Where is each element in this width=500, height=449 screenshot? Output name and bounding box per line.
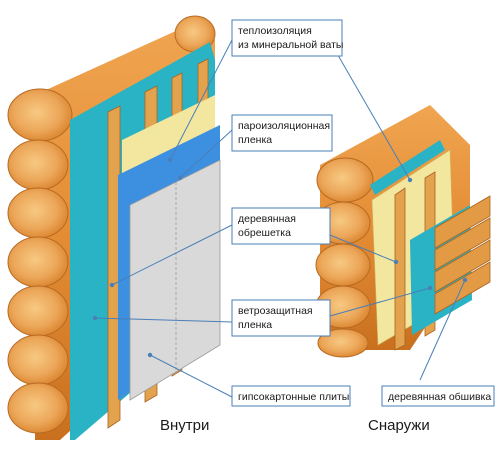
label-batten-line1: деревянная (238, 213, 296, 225)
label-wind-line1: ветрозащитная (238, 305, 313, 317)
leader-wind-right (329, 287, 431, 317)
label-drywall-text: гипсокартонные плиты (238, 391, 349, 403)
leader-vapor (179, 129, 233, 179)
label-batten-line2: обрешетка (238, 227, 291, 239)
leader-drywall (149, 354, 233, 398)
leader-wind-left (94, 317, 233, 323)
caption-inside: Внутри (160, 417, 209, 434)
label-vapor-line1: пароизоляционная (238, 120, 330, 132)
left-drywall (129, 159, 221, 401)
left-wall (7, 15, 221, 440)
leader-batten-right (329, 234, 397, 263)
right-vapor-membrane (370, 140, 445, 195)
leader-dots (92, 157, 468, 358)
right-siding (434, 195, 491, 315)
label-siding-text: деревянная обшивка (388, 391, 491, 403)
label-vapor-line2: пленка (238, 134, 272, 146)
leader-insulation-left (169, 39, 233, 161)
left-log-ends (7, 15, 216, 434)
right-wall (315, 105, 491, 358)
leader-lines (94, 39, 466, 398)
label-wind-line2: пленка (238, 319, 272, 331)
label-batten: деревянная обрешетка (231, 207, 331, 245)
leader-batten-left (111, 224, 233, 286)
label-drywall: гипсокартонные плиты (231, 385, 351, 407)
label-insulation: теплоизоляция из минеральной ваты (231, 19, 343, 57)
caption-outside: Снаружи (368, 417, 430, 434)
leader-siding (419, 279, 466, 381)
label-insulation-line1: теплоизоляция (238, 25, 312, 37)
label-vapor: пароизоляционная пленка (231, 114, 333, 152)
label-wind: ветрозащитная пленка (231, 299, 331, 337)
label-siding: деревянная обшивка (381, 385, 495, 407)
label-insulation-line2: из минеральной ваты (238, 39, 343, 51)
leader-insulation-right (334, 49, 411, 181)
